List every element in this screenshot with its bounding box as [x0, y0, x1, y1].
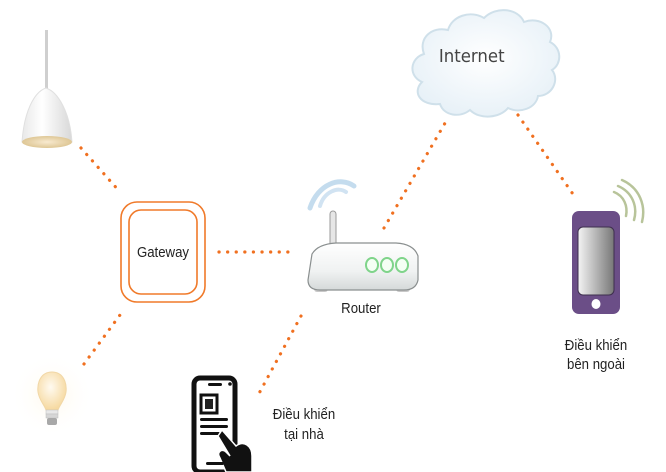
- connector-bulb-gateway: [82, 313, 122, 366]
- light-bulb-icon: [10, 353, 94, 437]
- home-phone-label-line2: tại nhà: [284, 426, 324, 443]
- gateway-label: Gateway: [136, 244, 190, 261]
- connector-lamp-gateway: [79, 146, 122, 194]
- connector-router-internet: [382, 116, 450, 230]
- remote-phone-label-line1: Điều khiển: [564, 337, 628, 354]
- internet-cloud-icon: [411, 9, 561, 118]
- remote-phone-icon: [572, 178, 645, 314]
- connector-internet-remote-phone: [516, 113, 577, 199]
- router-led-2: [380, 257, 394, 273]
- router-icon: [307, 179, 419, 292]
- connectors: [79, 113, 577, 401]
- internet-label: Internet: [438, 46, 505, 67]
- home-phone-label-line1: Điều khiển: [272, 406, 336, 423]
- pendant-lamp-icon: [21, 30, 73, 148]
- gateway-box: [120, 201, 206, 303]
- home-phone-icon: [191, 375, 253, 472]
- router-led-3: [395, 257, 409, 273]
- connector-router-home-phone: [254, 314, 303, 401]
- router-label: Router: [341, 300, 381, 317]
- remote-phone-label-line2: bên ngoài: [567, 356, 625, 373]
- router-led-1: [365, 257, 379, 273]
